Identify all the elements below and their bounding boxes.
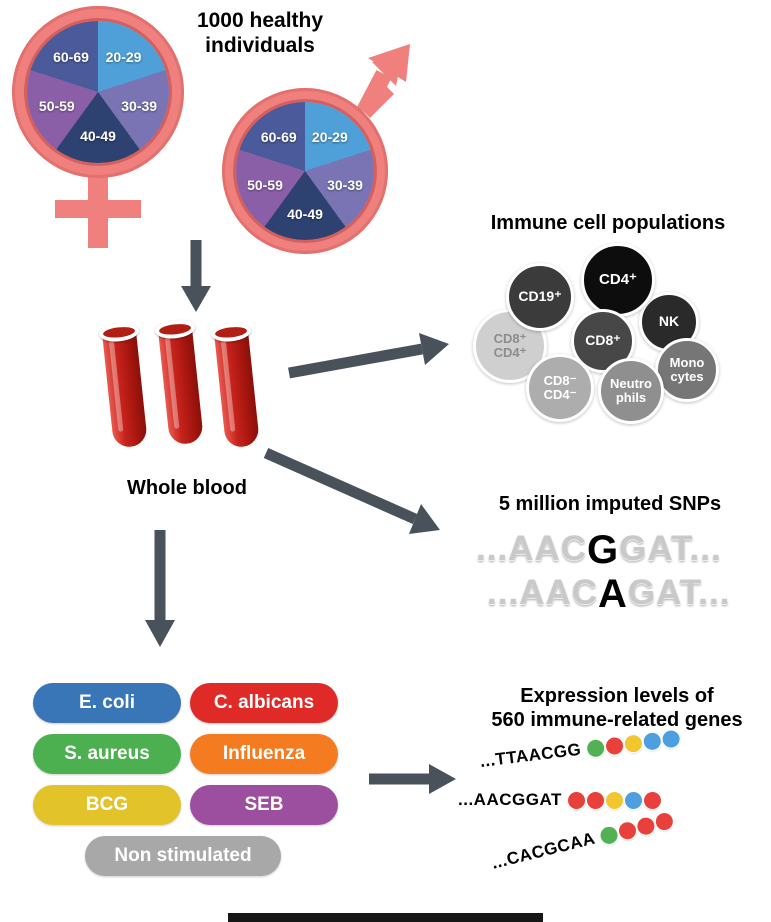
expression-title-line2: 560 immune-related genes — [491, 709, 743, 731]
arrowhead — [145, 620, 175, 647]
age-group-label: 30-39 — [327, 176, 363, 193]
expression-dots — [566, 791, 661, 809]
stimulus-influenza: Influenza — [190, 734, 338, 774]
figure-title: 1000 healthy individuals — [196, 9, 324, 58]
cell-cd4: CD4⁺ — [581, 243, 655, 317]
blood-tube — [98, 321, 151, 456]
immune-populations-title: Immune cell populations — [490, 212, 726, 234]
gene-sequence: ...AACGGAT — [458, 790, 562, 809]
snps-title: 5 million imputed SNPs — [498, 493, 722, 515]
expression-row: ...TTAACGG — [479, 728, 681, 772]
male-age-pie: 20-29 30-39 40-49 50-59 60-69 — [236, 102, 374, 240]
cell-cd19: CD19⁺ — [506, 263, 574, 331]
blood-tube — [154, 318, 207, 453]
stimulus-seb: SEB — [190, 785, 338, 825]
expression-title-line1: Expression levels of — [520, 685, 714, 707]
age-group-label: 20-29 — [311, 128, 348, 145]
male-symbol-arrow — [356, 44, 410, 119]
male-icon: 20-29 30-39 40-49 50-59 60-69 — [222, 44, 452, 258]
female-icon: 20-29 30-39 40-49 50-59 60-69 — [12, 6, 192, 250]
age-group-label: 50-59 — [38, 98, 75, 115]
expression-row: ...CACGCAA — [490, 809, 675, 873]
age-group-label: 20-29 — [105, 48, 142, 65]
stimulus-bcg: BCG — [33, 785, 181, 825]
snp-sequence-2: ...AACAGAT... — [487, 572, 731, 616]
gene-sequence: ...CACGCAA — [489, 828, 598, 873]
stimulus-saureus: S. aureus — [33, 734, 181, 774]
stimulus-calbicans: C. albicans — [190, 683, 338, 723]
arrowhead — [409, 504, 440, 534]
expression-dots — [584, 729, 681, 758]
age-group-label: 40-49 — [80, 128, 116, 145]
gene-expression-graphic: ...TTAACGG ...AACGGAT ...CACGCAA — [452, 729, 770, 920]
arrowhead — [419, 333, 449, 365]
age-group-label: 40-49 — [287, 205, 323, 222]
age-group-label: 30-39 — [121, 98, 158, 115]
age-group-label: 60-69 — [260, 128, 297, 145]
blood-tube — [210, 321, 263, 456]
stimulus-ecoli: E. coli — [33, 683, 181, 723]
arrowhead — [181, 286, 211, 312]
female-age-pie: 20-29 30-39 40-49 50-59 60-69 — [27, 21, 169, 163]
female-symbol-crossbar — [55, 200, 141, 218]
expression-row: ...AACGGAT — [458, 790, 661, 810]
snp-variant-allele: G — [587, 528, 620, 572]
stimuli-panel: E. coli C. albicans S. aureus Influenza … — [30, 680, 375, 880]
snp-variant-allele: A — [598, 572, 628, 616]
cell-cd8neg-cd4neg: CD8⁻CD4⁻ — [526, 354, 594, 422]
expression-title: Expression levels of 560 immune-related … — [462, 684, 771, 732]
age-group-label: 50-59 — [247, 176, 283, 193]
blood-tubes-graphic — [98, 318, 298, 470]
snp-sequence-1: ...AACGGAT... — [476, 528, 722, 572]
stimulus-nonstimulated: Non stimulated — [85, 836, 281, 876]
tube-body — [102, 329, 148, 449]
bottom-crop-bar — [228, 913, 543, 922]
arrow-blood-to-cells — [288, 343, 423, 379]
tube-body — [214, 329, 260, 449]
age-group-label: 60-69 — [53, 48, 89, 65]
gene-sequence: ...TTAACGG — [478, 739, 583, 771]
whole-blood-label: Whole blood — [127, 477, 247, 499]
expression-dots — [597, 810, 675, 846]
tube-body — [158, 326, 204, 446]
